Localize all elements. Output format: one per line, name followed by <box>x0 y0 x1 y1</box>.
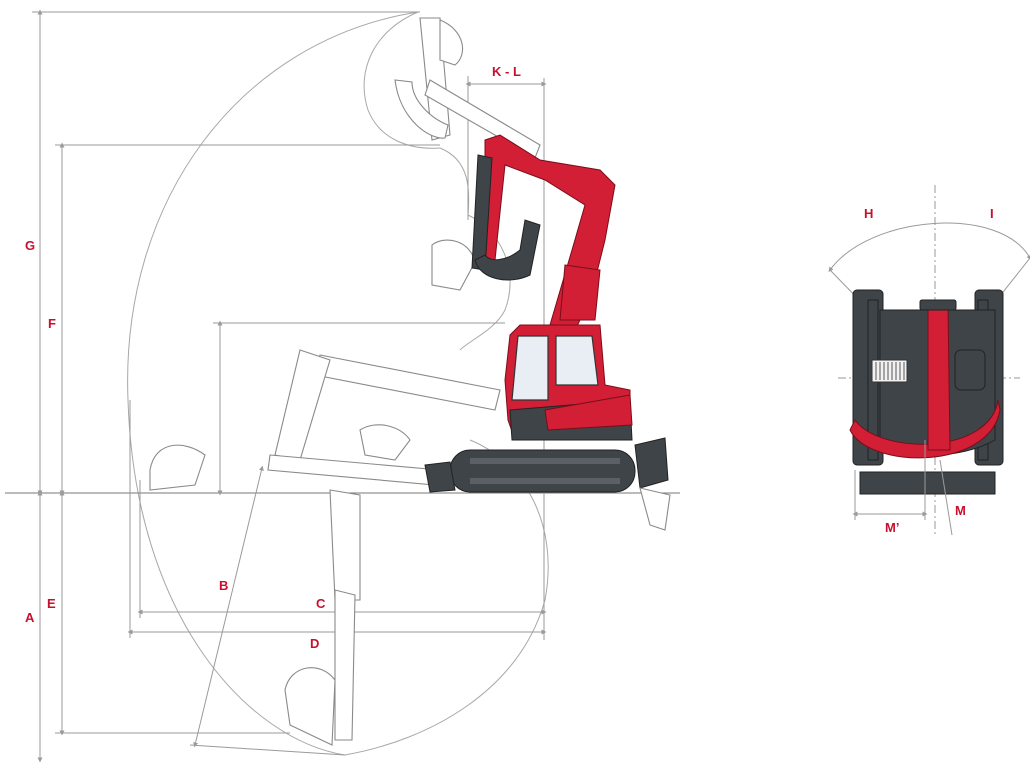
label-E: E <box>47 596 56 611</box>
label-KL: K - L <box>492 64 521 79</box>
label-M: M <box>955 503 966 518</box>
label-D: D <box>310 636 319 651</box>
label-I: I <box>990 206 994 221</box>
top-view-diagram <box>828 185 1030 536</box>
dimension-labels: A B C D E F G K - L H I M M’ <box>25 64 994 651</box>
label-H: H <box>864 206 873 221</box>
ghost-arm-positions <box>149 17 541 746</box>
label-F: F <box>48 316 56 331</box>
label-B: B <box>219 578 228 593</box>
label-C: C <box>316 596 326 611</box>
label-Mprime: M’ <box>885 520 899 535</box>
excavator-body <box>424 324 671 531</box>
label-A: A <box>25 610 35 625</box>
excavator-main-arm <box>471 134 616 336</box>
label-G: G <box>25 238 35 253</box>
